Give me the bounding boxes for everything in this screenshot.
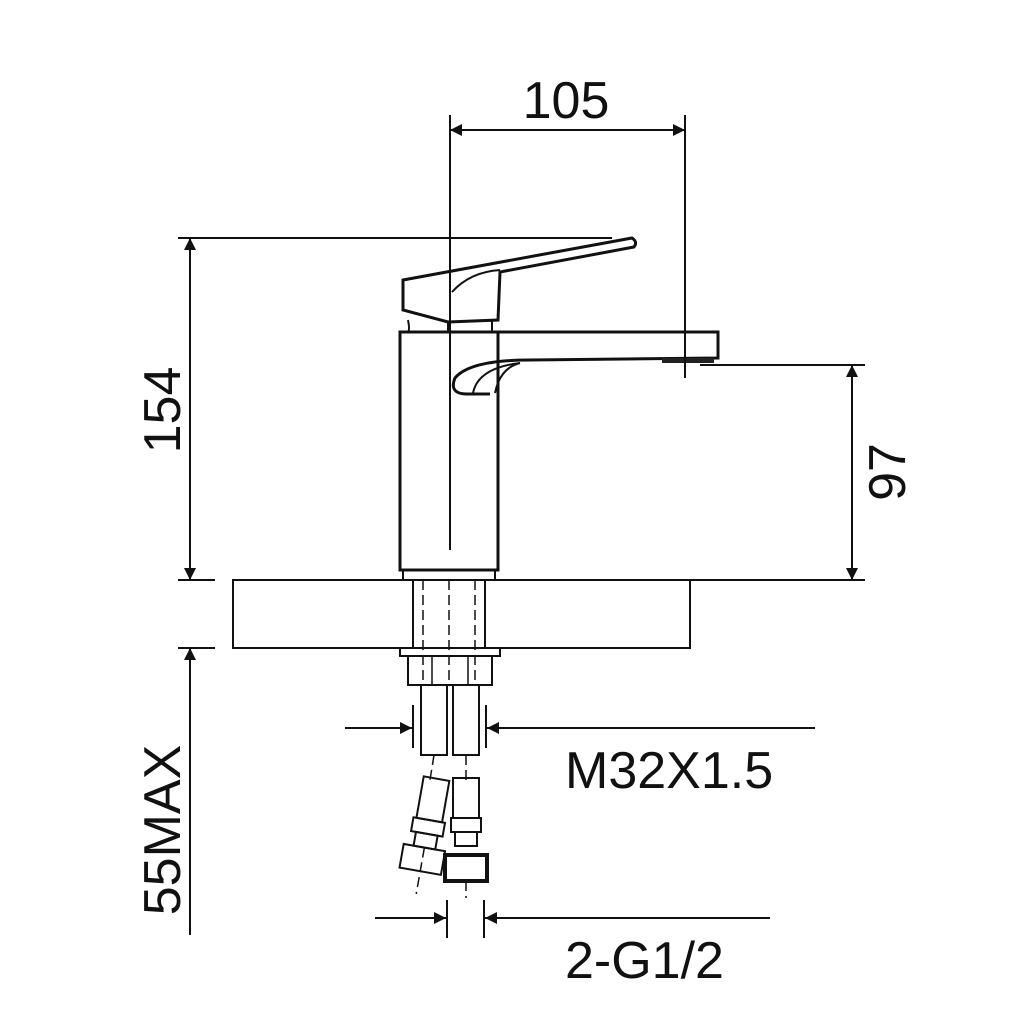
flexible-hoses [398,684,489,898]
dimension-label-97: 97 [859,443,917,501]
dimension-total-height: 154 [134,237,612,581]
dimension-shank-thread: M32X1.5 [345,705,815,800]
faucet-body [398,236,720,581]
countertop-section [232,579,691,649]
dimension-label-154: 154 [134,367,192,454]
dimension-spout-height: 97 [688,364,917,581]
mounting-shank [399,579,501,686]
dimension-label-m32x1-5: M32X1.5 [565,742,773,800]
dimension-label-55max: 55MAX [134,745,192,916]
dimension-label-2-g1-2: 2-G1/2 [565,932,724,990]
dimension-max-countertop: 55MAX [134,647,215,935]
dimension-label-105: 105 [523,72,610,130]
dimension-spout-reach: 105 [450,72,686,378]
dimension-hose-connections: 2-G1/2 [375,900,770,990]
